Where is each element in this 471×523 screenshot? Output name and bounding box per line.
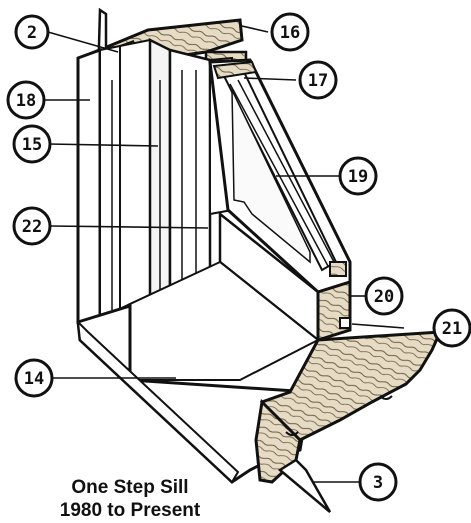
svg-text:3: 3 <box>373 473 383 493</box>
svg-text:17: 17 <box>308 71 328 91</box>
caption-title: One Step Sill <box>71 477 189 498</box>
callout-18: 18 <box>6 80 46 120</box>
callout-15: 15 <box>12 124 52 164</box>
svg-text:16: 16 <box>280 23 300 43</box>
callout-17: 17 <box>298 60 338 100</box>
caption-date-range: 1980 to Present <box>59 500 201 521</box>
svg-text:20: 20 <box>374 287 394 307</box>
svg-text:22: 22 <box>22 217 42 237</box>
svg-text:14: 14 <box>24 369 44 389</box>
callout-3: 3 <box>358 462 398 502</box>
svg-text:15: 15 <box>22 135 42 155</box>
callout-19: 19 <box>338 156 378 196</box>
sill-nose <box>76 303 443 513</box>
svg-text:2: 2 <box>27 23 37 43</box>
callout-22: 22 <box>12 206 52 246</box>
callout-21: 21 <box>432 308 471 348</box>
callout-16: 16 <box>270 12 310 52</box>
callout-2: 2 <box>14 14 50 50</box>
callout-14: 14 <box>14 358 54 398</box>
svg-text:18: 18 <box>16 91 36 111</box>
leader-lines <box>44 25 405 483</box>
callout-20: 20 <box>364 276 404 316</box>
svg-text:19: 19 <box>348 167 368 187</box>
svg-text:21: 21 <box>442 319 462 339</box>
exterior-casing <box>76 7 172 324</box>
